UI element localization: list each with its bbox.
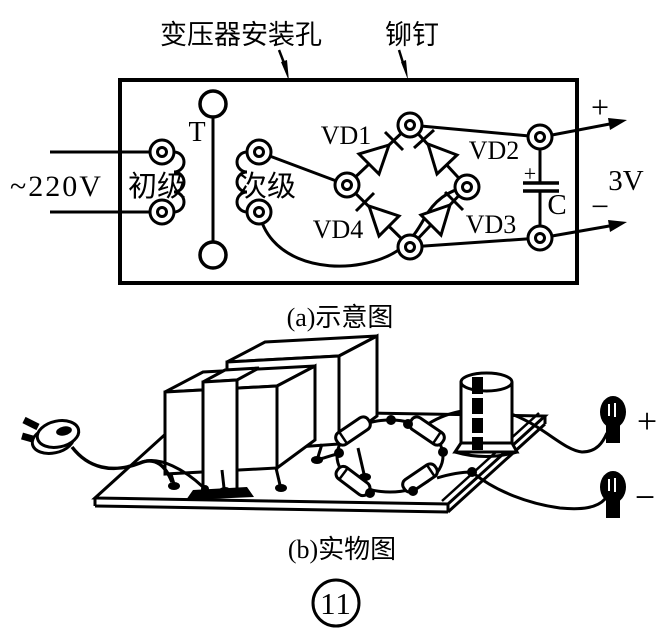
rivet-bridge-left	[333, 171, 361, 199]
diode-vd3-symbol	[418, 190, 465, 238]
mains-input-wires	[50, 150, 152, 214]
capacitor-label: C	[547, 189, 566, 221]
capacitor-polarity-sign: +	[524, 161, 536, 186]
secondary-to-right-node-wire	[257, 185, 468, 268]
physical-diagram: + − (b)实物图	[21, 333, 657, 564]
diode-vd4-label: VD4	[313, 215, 364, 244]
mounting-hole-bottom	[198, 240, 228, 270]
diode-vd1-symbol	[356, 130, 405, 177]
output-plus-sign: +	[591, 89, 609, 125]
schematic-diagram: 变压器安装孔 铆钉 ~220V 初级 T 次级	[10, 20, 644, 332]
diode-ring	[319, 415, 448, 498]
ring-diode-sw	[334, 464, 372, 498]
rivet-bridge-right	[453, 173, 481, 201]
mains-cord-wires	[70, 445, 209, 493]
physical-transformer	[163, 333, 379, 500]
secondary-winding-label: 次级	[238, 170, 296, 203]
ring-diode-nw	[334, 415, 372, 447]
mains-plug	[21, 416, 81, 455]
plug-center-dot	[56, 426, 72, 436]
output-voltage-label: 3V	[608, 165, 644, 197]
terminal-probe-minus	[600, 471, 626, 518]
rivet-bridge-bottom	[396, 233, 424, 261]
primary-winding-label: 初级	[128, 170, 186, 203]
rivet-output-plus	[526, 123, 554, 151]
rivet-output-minus	[526, 224, 554, 252]
callout-mounting-hole-label: 变压器安装孔	[160, 20, 322, 50]
capacitor-stripe	[472, 377, 483, 450]
primary-winding-coil	[173, 150, 186, 214]
diode-vd2-label: VD2	[469, 136, 520, 165]
capacitor-symbol	[523, 148, 559, 227]
physical-capacitor	[452, 371, 520, 458]
transformer-mounting-holes	[198, 89, 228, 270]
callout-rivet-label: 铆钉	[385, 20, 439, 50]
output-minus-sign: −	[591, 188, 609, 224]
circuit-board-outline	[118, 78, 579, 285]
rivet-bridge-top	[396, 111, 424, 139]
rivet-primary-bottom	[148, 198, 176, 226]
rivet-primary-top	[148, 138, 176, 166]
mounting-hole-top	[198, 89, 228, 119]
terminal-plus-sign: +	[637, 401, 657, 441]
terminal-minus-sign: −	[635, 477, 655, 517]
page-number: 11	[320, 586, 352, 621]
callout-mounting-hole-arrow-icon	[277, 49, 289, 81]
ring-solder-joints	[334, 415, 448, 498]
bridge-wiring	[257, 123, 541, 268]
rivet-secondary-bottom	[245, 198, 273, 226]
diode-vd4-symbol	[354, 191, 402, 239]
rivet-secondary-top	[245, 138, 273, 166]
terminal-probe-plus	[600, 396, 626, 443]
schematic-caption: (a)示意图	[287, 303, 394, 332]
transformer-label: T	[188, 117, 205, 148]
page-number-badge: 11	[311, 578, 361, 628]
output-minus-arrow-icon	[551, 220, 627, 238]
rivet-terminals	[148, 111, 554, 261]
physical-caption: (b)实物图	[288, 535, 396, 564]
mains-voltage-label: ~220V	[10, 170, 103, 203]
output-wires	[427, 407, 609, 511]
diode-vd2-symbol	[412, 128, 460, 177]
callout-rivet-arrow-icon	[397, 49, 408, 80]
output-plus-arrow-icon	[551, 118, 627, 137]
diode-vd1-label: VD1	[321, 121, 372, 150]
diode-vd3-label: VD3	[466, 210, 517, 239]
ring-diode-se	[401, 462, 439, 494]
secondary-winding-coil	[235, 150, 248, 214]
